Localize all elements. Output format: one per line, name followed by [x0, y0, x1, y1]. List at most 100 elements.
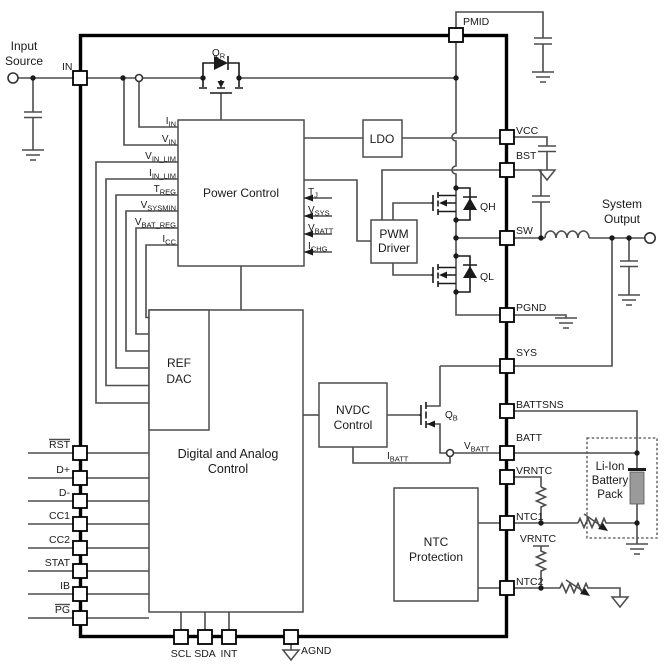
- battery-pack-label-3: Pack: [597, 489, 623, 501]
- pin-vrntc: [499, 469, 515, 485]
- vcc-pin-label: VCC: [516, 125, 539, 137]
- pwm-driver-label-1: PWM: [379, 227, 408, 241]
- pack-thermistor: [577, 516, 637, 530]
- ntc2-thermistor: [559, 581, 621, 597]
- pin-ib: [72, 586, 88, 602]
- battery-pack: [586, 437, 658, 539]
- qb-label: QB: [445, 410, 458, 423]
- sw-pin-label: SW: [516, 225, 533, 237]
- icc-label: ICC: [162, 234, 176, 247]
- iinlim-wire: [105, 178, 178, 387]
- ichg-label: ICHG: [308, 241, 328, 254]
- pc-feedback-arrows: [304, 194, 332, 256]
- ql-mosfet: [431, 255, 477, 293]
- battery-pack-label-1: Li-Ion: [596, 461, 625, 473]
- qb-mosfet: [419, 402, 435, 428]
- cc1-pin-label: CC1: [49, 510, 70, 522]
- iin-sense-tap: [134, 73, 144, 83]
- pwm-driver-block: [370, 219, 418, 264]
- pack-thermistor-arrow: [583, 513, 605, 529]
- pin-agnd: [283, 629, 299, 645]
- pin-ntc1: [499, 515, 515, 531]
- input-cap-branch: [24, 78, 42, 150]
- iinlim-label: IIN_LIM: [149, 168, 176, 181]
- battery-pack-box: [586, 437, 658, 539]
- battsns-pin-label: BATTSNS: [516, 399, 564, 411]
- vbatt-node-label: VBATT: [464, 441, 490, 454]
- batt-pin-label: BATT: [516, 432, 543, 444]
- output-terminal: [643, 232, 656, 245]
- pin-squares: [72, 27, 515, 645]
- ref-dac-label-2: DAC: [166, 372, 192, 386]
- i2c-wires: [180, 612, 230, 630]
- treg-label: TREG: [154, 184, 177, 197]
- pin-vcc: [499, 129, 515, 145]
- vrntc-rail-label: VRNTC: [520, 533, 557, 545]
- icc-wire: [145, 244, 178, 319]
- iin-label: IIN: [166, 116, 176, 129]
- vsys-label: VSYS: [308, 205, 330, 218]
- output-cap-ground: [618, 294, 640, 306]
- rst-pin-label: RST: [49, 439, 71, 451]
- power-control-block: [177, 119, 305, 267]
- input-cap-ground: [22, 149, 44, 161]
- wires: [18, 11, 648, 662]
- pin-dminus: [72, 493, 88, 509]
- in-pin-label: IN: [62, 61, 73, 73]
- pin-pg: [72, 610, 88, 626]
- ql-label: QL: [480, 271, 494, 283]
- qb-source-wire: [426, 423, 447, 454]
- vinlim-label: VIN_LIM: [145, 151, 176, 164]
- pin-pmid: [448, 27, 464, 43]
- vbatreg-label: VBAT_REG: [135, 217, 176, 230]
- scl-pin-label: SCL: [171, 648, 192, 660]
- pg-pin-label: PG: [55, 604, 70, 616]
- ibatt-sense-tap: [445, 448, 455, 458]
- pin-bst: [499, 162, 515, 178]
- qh-mosfet: [431, 187, 477, 221]
- input-source-label-1: Input: [11, 39, 38, 53]
- pin-rst: [72, 445, 88, 461]
- dplus-pin-label: D+: [56, 464, 70, 476]
- pgnd-ground: [555, 317, 577, 329]
- pin-in: [72, 70, 88, 86]
- agnd-pin-label: AGND: [301, 645, 332, 657]
- pin-stat: [72, 563, 88, 579]
- vinlim-wire: [95, 161, 178, 404]
- bst-pin-label: BST: [516, 150, 537, 162]
- vrntc-pin-label: VRNTC: [516, 465, 553, 477]
- pmid-cap-ground: [532, 71, 554, 83]
- junction-dots: [30, 75, 640, 591]
- treg-wire: [115, 194, 178, 369]
- bst-ext-wire: [514, 169, 550, 238]
- pack-thermistor-arrowhead: [598, 523, 608, 531]
- qh-label: QH: [480, 201, 496, 213]
- vbatreg-wire: [135, 227, 178, 335]
- vrntc-ext-wire: [514, 476, 542, 487]
- sda-pin-label: SDA: [194, 648, 216, 660]
- pin-battsns: [499, 403, 515, 419]
- vcc-ground-arrow: [537, 169, 557, 182]
- ldo-label: LDO: [370, 132, 395, 146]
- qr-label: QR: [212, 48, 226, 61]
- battery-cell: [629, 471, 645, 505]
- pgnd-ext-wire: [514, 314, 567, 318]
- power-control-label: Power Control: [203, 186, 279, 200]
- pmid-ext-wire: [455, 11, 552, 72]
- ntc2-ground-arrow: [610, 596, 630, 609]
- qb-drain-wire: [426, 366, 441, 407]
- battery-ground: [626, 543, 648, 555]
- pin-ntc2: [499, 580, 515, 596]
- pwm-driver-label-2: Driver: [378, 241, 410, 255]
- sys-sense-wire: [514, 238, 613, 367]
- pin-sys: [499, 358, 515, 374]
- tj-label: TJ: [308, 187, 318, 200]
- pin-dplus: [72, 470, 88, 486]
- vbatt-fb-label: VBATT: [308, 223, 334, 236]
- pgnd-pin-label: PGND: [516, 302, 547, 314]
- nvdc-control-block: [318, 382, 388, 448]
- pmid-pin-label: PMID: [463, 16, 490, 28]
- ntc2-pin-label: NTC2: [516, 576, 544, 588]
